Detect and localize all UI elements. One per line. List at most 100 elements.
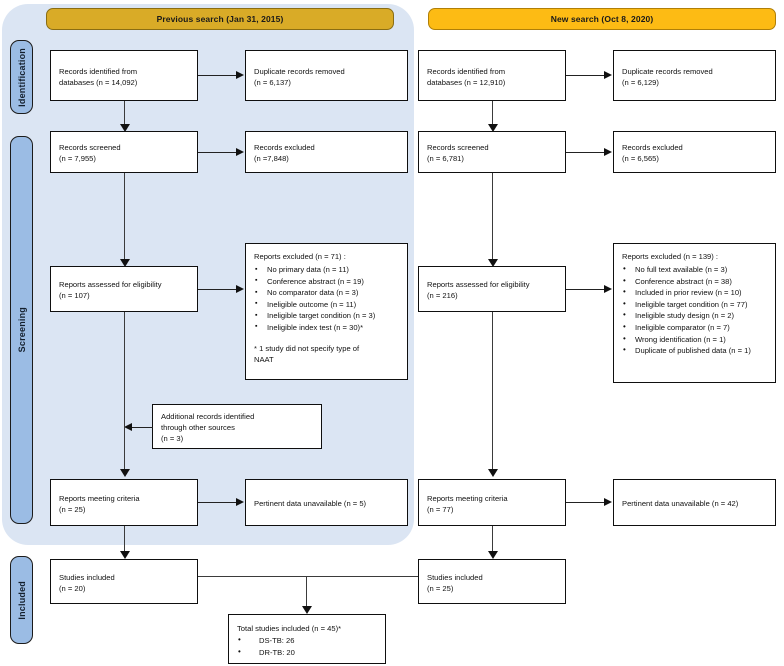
new-arrowhead-pertinent bbox=[604, 497, 612, 506]
total-studies-included-box: Total studies included (n = 45)* DS-TB: … bbox=[228, 614, 386, 664]
list-item: Ineligible target condition (n = 3) bbox=[254, 310, 400, 322]
new-connector-screened-to-assessed bbox=[492, 173, 493, 260]
new-records-screened-line2: (n = 6,781) bbox=[427, 154, 464, 163]
prev-connector-identified-to-screened bbox=[124, 101, 125, 125]
prev-records-screened-box: Records screened (n = 7,955) bbox=[50, 131, 198, 173]
new-arrowhead-studies-included bbox=[487, 551, 498, 559]
prev-pertinent-unavailable-line1: Pertinent data unavailable (n = 5) bbox=[254, 499, 367, 508]
prev-records-screened-line1: Records screened bbox=[59, 143, 121, 152]
prev-reports-excluded-box: Reports excluded (n = 71) : No primary d… bbox=[245, 243, 408, 380]
new-meeting-criteria-line2: (n = 77) bbox=[427, 504, 454, 514]
total-connector-vertical bbox=[306, 576, 307, 607]
stage-label-screening: Screening bbox=[10, 136, 33, 524]
prev-duplicates-line1: Duplicate records removed bbox=[254, 66, 345, 76]
new-duplicates-line1: Duplicate records removed bbox=[622, 66, 713, 76]
prev-connector-screened-to-excluded bbox=[198, 152, 237, 153]
new-reports-assessed-line2: (n = 216) bbox=[427, 291, 458, 300]
new-arrowhead-records-excluded bbox=[604, 147, 612, 156]
prev-records-identified-line2: databases (n = 14,092) bbox=[59, 77, 138, 87]
prev-arrowhead-pertinent bbox=[236, 497, 244, 506]
prev-reports-excluded-note: * 1 study did not specify type of NAAT bbox=[254, 343, 360, 364]
list-item: Ineligible target condition (n = 77) bbox=[622, 298, 768, 311]
new-records-identified-box: Records identified from databases (n = 1… bbox=[418, 50, 566, 101]
new-records-identified-line1: Records identified from bbox=[427, 66, 506, 76]
new-search-banner-label: New search (Oct 8, 2020) bbox=[550, 14, 654, 24]
new-studies-included-line1: Studies included bbox=[427, 572, 483, 582]
prev-records-excluded-box: Records excluded (n =7,848) bbox=[245, 131, 408, 173]
prev-records-identified-line1: Records identified from bbox=[59, 66, 138, 76]
new-records-excluded-line1: Records excluded bbox=[622, 143, 683, 152]
prev-connector-identified-to-duplicates bbox=[198, 75, 237, 76]
prev-connector-assessed-to-reports-excluded bbox=[198, 289, 237, 290]
new-arrowhead-duplicates bbox=[604, 70, 612, 79]
prev-reports-excluded-list: No primary data (n = 11) Conference abst… bbox=[254, 264, 400, 334]
new-duplicates-line2: (n = 6,129) bbox=[622, 77, 659, 87]
prev-connector-assessed-to-criteria bbox=[124, 312, 125, 470]
list-item: Included in prior review (n = 10) bbox=[622, 286, 768, 299]
prev-arrowhead-meeting-criteria bbox=[119, 469, 130, 477]
prev-records-screened-line2: (n = 7,955) bbox=[59, 154, 96, 163]
new-arrowhead-assessed bbox=[487, 259, 498, 267]
prev-records-excluded-line2: (n =7,848) bbox=[254, 154, 289, 163]
list-item: Ineligible comparator (n = 7) bbox=[622, 321, 768, 334]
prev-additional-records-box: Additional records identified through ot… bbox=[152, 404, 322, 449]
stage-label-identification-text: Identification bbox=[16, 47, 27, 107]
list-item: No primary data (n = 11) bbox=[254, 264, 400, 276]
total-studies-list: DS-TB: 26 DR-TB: 20 bbox=[237, 634, 378, 659]
new-connector-criteria-to-pertinent bbox=[566, 502, 605, 503]
list-item: No comparator data (n = 3) bbox=[254, 287, 400, 299]
list-item: DS-TB: 26 bbox=[237, 634, 378, 647]
prev-connector-screened-to-assessed bbox=[124, 173, 125, 260]
new-reports-assessed-box: Reports assessed for eligibility (n = 21… bbox=[418, 266, 566, 312]
new-reports-excluded-box: Reports excluded (n = 139) : No full tex… bbox=[613, 243, 776, 383]
stage-label-included: Included bbox=[10, 556, 33, 644]
prev-pertinent-unavailable-box: Pertinent data unavailable (n = 5) bbox=[245, 479, 408, 526]
total-studies-heading: Total studies included (n = 45)* bbox=[237, 624, 342, 633]
prev-studies-included-box: Studies included (n = 20) bbox=[50, 559, 198, 604]
list-item: Wrong identification (n = 1) bbox=[622, 333, 768, 346]
prev-meeting-criteria-line2: (n = 25) bbox=[59, 504, 86, 514]
prev-reports-assessed-line2: (n = 107) bbox=[59, 291, 90, 300]
list-item: Conference abstract (n = 38) bbox=[622, 275, 768, 288]
new-records-screened-box: Records screened (n = 6,781) bbox=[418, 131, 566, 173]
new-records-excluded-box: Records excluded (n = 6,565) bbox=[613, 131, 776, 173]
prev-additional-records-line2: through other sources bbox=[161, 423, 235, 432]
new-connector-assessed-to-reports-excluded bbox=[566, 289, 605, 290]
prev-arrowhead-reports-excluded bbox=[236, 284, 244, 293]
new-reports-assessed-line1: Reports assessed for eligibility bbox=[427, 280, 530, 289]
prev-studies-included-line2: (n = 20) bbox=[59, 583, 86, 593]
list-item: Ineligible study design (n = 2) bbox=[622, 309, 768, 322]
new-pertinent-unavailable-box: Pertinent data unavailable (n = 42) bbox=[613, 479, 776, 526]
new-reports-meeting-criteria-box: Reports meeting criteria (n = 77) bbox=[418, 479, 566, 526]
new-duplicates-removed-box: Duplicate records removed (n = 6,129) bbox=[613, 50, 776, 101]
prev-reports-assessed-line1: Reports assessed for eligibility bbox=[59, 280, 162, 289]
prev-arrowhead-assessed bbox=[119, 259, 130, 267]
prev-duplicates-removed-box: Duplicate records removed (n = 6,137) bbox=[245, 50, 408, 101]
list-item: Duplicate of published data (n = 1) bbox=[622, 344, 768, 357]
new-meeting-criteria-line1: Reports meeting criteria bbox=[427, 493, 508, 503]
stage-label-screening-text: Screening bbox=[16, 307, 27, 353]
prev-records-identified-box: Records identified from databases (n = 1… bbox=[50, 50, 198, 101]
stage-label-included-text: Included bbox=[16, 580, 27, 620]
list-item: Ineligible outcome (n = 11) bbox=[254, 298, 400, 311]
new-search-banner: New search (Oct 8, 2020) bbox=[428, 8, 776, 30]
new-reports-excluded-list: No full text available (n = 3) Conferenc… bbox=[622, 263, 768, 357]
prev-connector-criteria-to-included bbox=[124, 526, 125, 552]
new-pertinent-unavailable-line1: Pertinent data unavailable (n = 42) bbox=[622, 499, 739, 508]
previous-search-banner: Previous search (Jan 31, 2015) bbox=[46, 8, 394, 30]
list-item: Ineligible index test (n = 30)* bbox=[254, 321, 400, 334]
prev-duplicates-line2: (n = 6,137) bbox=[254, 77, 291, 87]
prev-additional-records-line3: (n = 3) bbox=[161, 434, 184, 443]
new-studies-included-line2: (n = 25) bbox=[427, 583, 454, 593]
list-item: DR-TB: 20 bbox=[237, 646, 378, 659]
prev-records-excluded-line1: Records excluded bbox=[254, 143, 315, 152]
prev-connector-additional-to-spine bbox=[132, 427, 153, 428]
new-connector-identified-to-duplicates bbox=[566, 75, 605, 76]
prev-additional-records-line1: Additional records identified bbox=[161, 412, 255, 421]
prev-reports-excluded-heading: Reports excluded (n = 71) : bbox=[254, 252, 346, 261]
total-connector-horizontal-left bbox=[198, 576, 418, 577]
new-reports-excluded-heading: Reports excluded (n = 139) : bbox=[622, 252, 719, 261]
prev-studies-included-line1: Studies included bbox=[59, 572, 115, 582]
new-connector-screened-to-excluded bbox=[566, 152, 605, 153]
